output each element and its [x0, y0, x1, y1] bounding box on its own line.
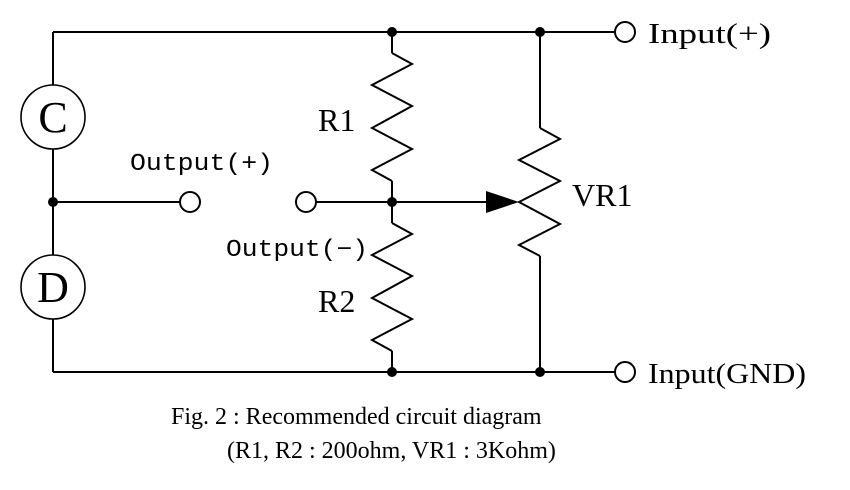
resistor-r2: [369, 202, 415, 372]
sensor-c: C: [20, 84, 86, 150]
junction-dot: [48, 197, 58, 207]
sensor-c-circle: [20, 84, 86, 150]
r2-zigzag: [369, 222, 415, 352]
vr1-label: VR1: [572, 177, 632, 213]
r1-zigzag: [369, 52, 415, 182]
r2-label: R2: [318, 283, 355, 319]
junction-dot: [535, 367, 545, 377]
sensor-d-letter: D: [37, 263, 69, 312]
junction-dot: [387, 367, 397, 377]
potentiometer-vr1: [486, 32, 563, 372]
output-plus-label: Output(+): [130, 151, 273, 178]
input-plus-label: Input(+): [648, 19, 771, 50]
output-minus-terminal: [295, 191, 317, 213]
vr1-wiper-arrow-icon: [486, 191, 519, 213]
junction-dot: [535, 27, 545, 37]
output-minus-label: Output(−): [226, 237, 368, 264]
resistor-r1: [369, 32, 415, 202]
figure-caption-values: (R1, R2 : 200ohm, VR1 : 3Kohm): [227, 438, 556, 464]
sensor-c-letter: C: [38, 93, 67, 142]
input-gnd-label: Input(GND): [648, 359, 806, 390]
output-plus-terminal: [179, 191, 201, 213]
junction-dot: [387, 197, 397, 207]
junction-dot: [387, 27, 397, 37]
figure-caption-title: Fig. 2 : Recommended circuit diagram: [171, 404, 542, 430]
sensor-d-circle: [20, 254, 86, 320]
vr1-zigzag: [516, 127, 563, 257]
input-gnd-terminal: [614, 361, 636, 383]
circuit-diagram: C D R1 R2 VR1 Output(+) Output(−): [20, 19, 806, 390]
r1-label: R1: [318, 102, 355, 138]
input-plus-terminal: [614, 21, 636, 43]
sensor-d: D: [20, 254, 86, 320]
